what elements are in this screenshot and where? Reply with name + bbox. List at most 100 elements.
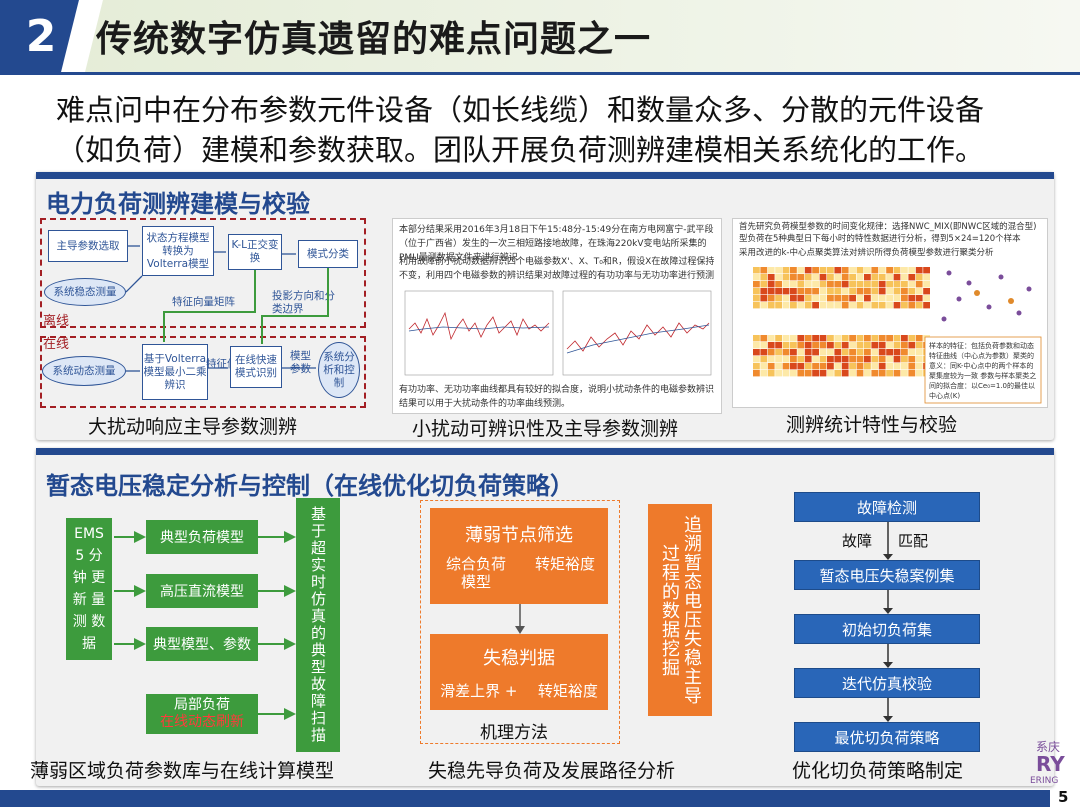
heatmap-cell — [834, 267, 842, 274]
heatmap-cell — [775, 274, 782, 281]
heatmap-cell — [856, 295, 864, 302]
page-number: 5 — [1058, 788, 1069, 806]
heatmap-cell — [915, 356, 923, 363]
heatmap-cell — [760, 288, 768, 295]
heatmap-cell — [841, 349, 849, 356]
heatmap-cell — [819, 342, 827, 349]
heatmap-cell — [834, 302, 842, 309]
heatmap-cell — [901, 274, 908, 281]
box-lib-item-1: 典型负荷模型 — [146, 520, 258, 554]
weak-node-title: 薄弱节点筛选 — [465, 525, 573, 546]
library-arrows — [114, 531, 296, 720]
heatmap-cell — [886, 342, 893, 349]
box-local-load: 局部负荷 在线动态刷新 — [146, 694, 258, 734]
heatmap-cell — [849, 356, 856, 363]
heatmap-cell — [819, 349, 827, 356]
heatmap-cell — [923, 281, 930, 288]
heatmap-cell — [915, 267, 923, 274]
heatmap-cell — [856, 363, 864, 370]
heatmap-cell — [827, 356, 834, 363]
heatmap-cell — [767, 302, 775, 309]
box-lib-item-3: 典型模型、参数 — [146, 627, 258, 661]
panel-title-voltage-stability: 暂态电压稳定分析与控制（在线优化切负荷策略） — [46, 472, 574, 500]
label-feature-value: 特征值 — [206, 358, 238, 370]
heatmap-cell — [797, 295, 805, 302]
heatmap-cell — [886, 267, 893, 274]
heatmap-cell — [893, 274, 901, 281]
heatmap-cell — [812, 335, 819, 342]
heatmap-cell — [790, 267, 797, 274]
heatmap-cell — [871, 349, 879, 356]
step-iterative-check: 迭代仿真校验 — [794, 668, 980, 698]
heatmap-cell — [790, 342, 797, 349]
heatmap-cell — [915, 281, 923, 288]
heatmap-cell — [856, 288, 864, 295]
logo-text-2: RY — [1036, 752, 1065, 776]
heatmap-cell — [886, 349, 893, 356]
heatmap-cell — [775, 356, 782, 363]
weak-node-subs: 综合负荷模型 转矩裕度 — [430, 555, 608, 591]
figure-statistics-validation: 首先研究负荷模型参数的时间变化规律：选择NWC_MIX(即NWC区域的混合型)型… — [732, 218, 1048, 408]
header-bar — [0, 0, 1080, 72]
identification-flow-diagram: 离线 在线 主导参数选取 状态方程模型转换为Volterra模型 K-L正交变换… — [40, 216, 370, 410]
heatmap-cell — [775, 281, 782, 288]
heatmap-cell — [856, 267, 864, 274]
instability-sub-2: 转矩裕度 — [537, 681, 598, 700]
heatmap-cell — [856, 274, 864, 281]
arrow-weak-to-instability — [515, 604, 525, 634]
box-lib-item-2: 高压直流模型 — [146, 574, 258, 608]
label-mechanism: 机理方法 — [480, 723, 548, 743]
heatmap-cell — [804, 302, 812, 309]
heatmap-cell — [849, 363, 856, 370]
heatmap-cell — [790, 370, 797, 377]
heatmap-cell — [871, 281, 879, 288]
heatmap-cell — [864, 363, 871, 370]
heatmap-cell — [782, 295, 790, 302]
heatmap-cell — [923, 295, 930, 302]
heatmap-cell — [864, 267, 871, 274]
heatmap-cell — [767, 281, 775, 288]
heatmap-cell — [797, 302, 805, 309]
heatmap-cell — [856, 349, 864, 356]
heatmap-cell — [760, 356, 768, 363]
box-ems-data: EMS 5 分钟 更新 量测 数据 — [66, 518, 112, 660]
heatmap-cell — [849, 302, 856, 309]
heatmap-cell — [856, 302, 864, 309]
heatmap-cell — [871, 356, 879, 363]
heatmap-cell — [886, 295, 893, 302]
oval-system-analysis: 系统分析和控制 — [318, 342, 360, 398]
heatmap-cell — [849, 274, 856, 281]
heatmap-cell — [767, 363, 775, 370]
heatmap-cell — [812, 370, 819, 377]
figure-small-disturbance: 本部分结果采用2016年3月18日下午15:48分-15:49分在南方电网富宁-… — [392, 218, 722, 414]
heatmap-cell — [775, 302, 782, 309]
heatmap-cell — [901, 370, 908, 377]
heatmap-cell — [753, 288, 760, 295]
heatmap-cell — [812, 363, 819, 370]
heatmap-cell — [841, 335, 849, 342]
heatmap-cell — [827, 335, 834, 342]
heatmap-cell — [901, 363, 908, 370]
heatmap-cell — [923, 302, 930, 309]
heatmap-cell — [841, 302, 849, 309]
offline-tag: 离线 — [43, 314, 70, 329]
online-region — [40, 336, 366, 408]
heatmap-cell — [886, 281, 893, 288]
heatmap-cell — [767, 342, 775, 349]
heatmap-cell — [834, 295, 842, 302]
heatmap-cell — [812, 356, 819, 363]
heatmap-cell — [782, 370, 790, 377]
heatmap-cell — [812, 295, 819, 302]
heatmap-cell — [864, 335, 871, 342]
heatmap-cell — [901, 295, 908, 302]
heatmap-cell — [893, 267, 901, 274]
instability-subs: 滑差上界 + 转矩裕度 — [430, 680, 608, 701]
heatmap-cell — [827, 363, 834, 370]
heatmap-cell — [819, 302, 827, 309]
heatmap-cell — [915, 274, 923, 281]
heatmap-cell — [827, 349, 834, 356]
heatmap-cell — [812, 274, 819, 281]
heatmap-cell — [775, 349, 782, 356]
heatmap-cell — [893, 370, 901, 377]
heatmap-cell — [812, 267, 819, 274]
